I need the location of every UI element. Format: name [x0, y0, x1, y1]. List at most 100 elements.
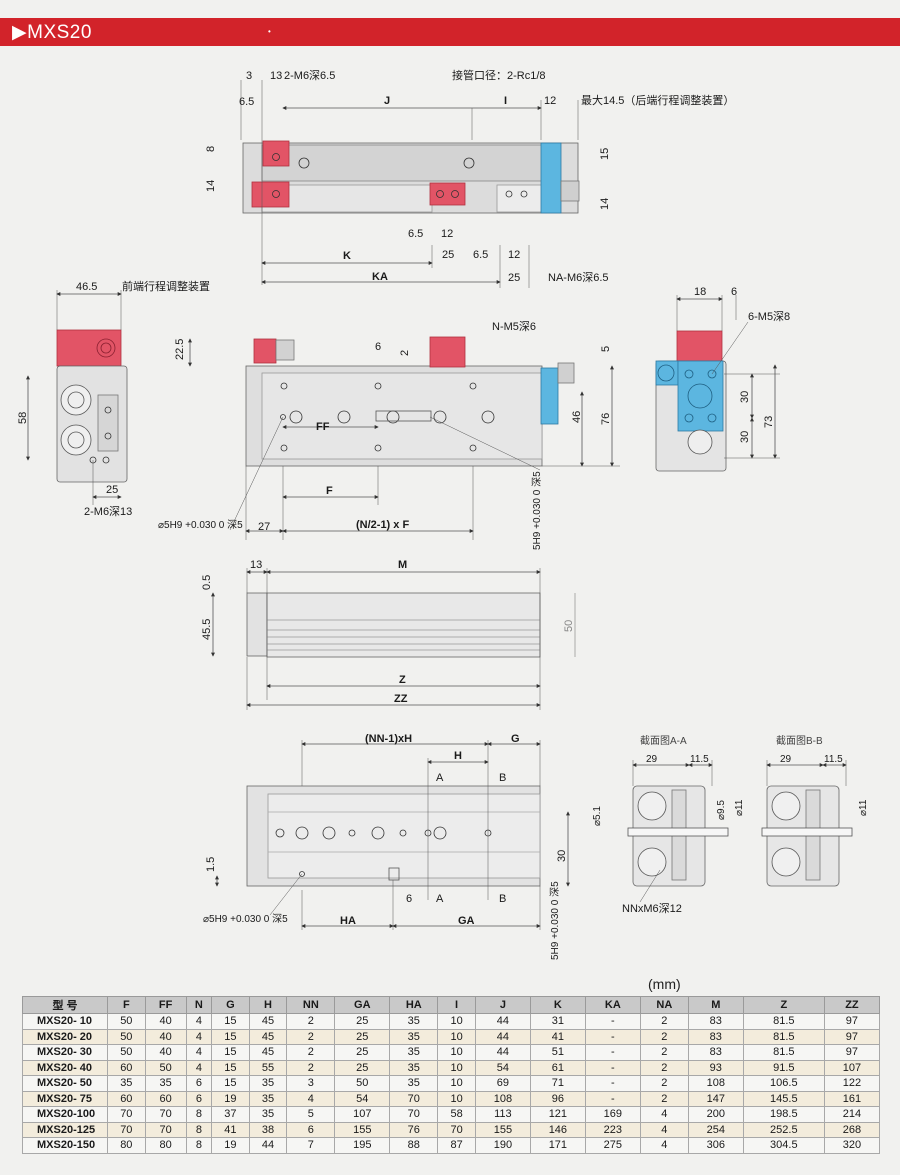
svg-text:29: 29	[646, 754, 658, 765]
svg-text:25: 25	[508, 272, 520, 284]
right-end-labels: 18 6 6-M5深8 30 30 73	[694, 286, 790, 443]
table-cell: 10	[437, 1044, 476, 1061]
table-cell: 60	[107, 1090, 146, 1107]
table-cell: 45	[248, 1028, 288, 1045]
table-cell: 19	[211, 1090, 250, 1107]
model-cell: MXS20- 20	[22, 1028, 108, 1045]
svg-text:15: 15	[599, 148, 611, 160]
table-cell: 25	[334, 1059, 391, 1076]
table-cell: 146	[529, 1121, 586, 1138]
table-cell: 171	[529, 1137, 586, 1154]
table-cell: 2	[639, 1059, 689, 1076]
table-header-cell: F	[107, 996, 146, 1014]
svg-text:0.5: 0.5	[201, 575, 213, 590]
side-view	[211, 568, 576, 710]
model-cell: MXS20-150	[22, 1137, 108, 1154]
table-header-cell: J	[474, 996, 531, 1014]
svg-text:HA: HA	[340, 915, 356, 927]
red-block-plan	[429, 336, 466, 368]
table-header-cell: Z	[742, 996, 825, 1014]
section-labels: 截面图A-A 截面图B-B 29 11.5 ⌀5.1 ⌀9.5 ⌀11 29 1…	[592, 734, 869, 915]
table-cell: 40	[144, 1013, 187, 1030]
table-cell: 8	[185, 1121, 213, 1138]
svg-text:(NN-1)xH: (NN-1)xH	[365, 733, 412, 745]
table-cell: 88	[389, 1137, 439, 1154]
table-cell: 35	[248, 1075, 288, 1092]
svg-text:29: 29	[780, 754, 792, 765]
svg-text:6.5: 6.5	[408, 228, 423, 240]
table-cell: 147	[687, 1090, 744, 1107]
table-cell: 93	[687, 1059, 744, 1076]
svg-text:KA: KA	[372, 271, 388, 283]
svg-text:NNxM6深12: NNxM6深12	[622, 902, 682, 915]
svg-text:J: J	[384, 95, 390, 107]
model-cell: MXS20- 50	[22, 1075, 108, 1092]
svg-text:2-M6深6.5: 2-M6深6.5	[284, 69, 335, 82]
table-cell: 268	[823, 1121, 881, 1138]
table-cell: 50	[107, 1028, 146, 1045]
svg-text:5: 5	[600, 346, 612, 352]
svg-text:12: 12	[508, 249, 520, 261]
svg-text:3: 3	[246, 70, 252, 82]
table-cell: 44	[248, 1137, 288, 1154]
svg-text:⌀9.5: ⌀9.5	[716, 800, 727, 820]
table-header-cell: HA	[389, 996, 439, 1014]
svg-text:ZZ: ZZ	[394, 693, 408, 705]
model-cell: MXS20-100	[22, 1106, 108, 1123]
svg-text:5H9 +0.030 0 深5: 5H9 +0.030 0 深5	[549, 881, 561, 960]
table-cell: 70	[107, 1106, 146, 1123]
table-cell: -	[584, 1044, 641, 1061]
table-cell: 70	[389, 1090, 439, 1107]
svg-text:B: B	[499, 893, 506, 905]
table-cell: 3	[286, 1075, 336, 1092]
svg-text:73: 73	[763, 416, 775, 428]
table-cell: 31	[529, 1013, 586, 1030]
model-cell: MXS20- 10	[22, 1013, 108, 1030]
right-end-view	[655, 295, 780, 472]
table-header-cell: N	[185, 996, 213, 1014]
table-cell: 15	[211, 1028, 250, 1045]
table-cell: 38	[248, 1121, 288, 1138]
svg-text:5H9 +0.030 0 深5: 5H9 +0.030 0 深5	[531, 471, 543, 550]
svg-text:46: 46	[571, 411, 583, 423]
blue-stopper-top	[540, 142, 562, 214]
table-cell: 2	[639, 1013, 689, 1030]
svg-text:FF: FF	[316, 421, 330, 433]
table-cell: 70	[144, 1106, 187, 1123]
table-header-cell: G	[211, 996, 250, 1014]
table-cell: 91.5	[742, 1059, 825, 1076]
svg-text:M: M	[398, 559, 407, 571]
svg-text:GA: GA	[458, 915, 475, 927]
table-header-cell: I	[437, 996, 476, 1014]
svg-text:22.5: 22.5	[174, 339, 186, 360]
table-header-cell: KA	[584, 996, 641, 1014]
table-cell: -	[584, 1028, 641, 1045]
table-cell: 54	[334, 1090, 391, 1107]
table-cell: 76	[389, 1121, 439, 1138]
model-cell: MXS20-125	[22, 1121, 108, 1138]
table-cell: 10	[437, 1075, 476, 1092]
svg-text:6.5: 6.5	[239, 96, 254, 108]
table-cell: 71	[529, 1075, 586, 1092]
table-cell: 80	[144, 1137, 187, 1154]
left-end-labels: 46.5 前端行程调整装置 58 25 2-M6深13	[17, 279, 210, 518]
table-header-cell: H	[248, 996, 288, 1014]
svg-text:H: H	[454, 750, 462, 762]
table-cell: 35	[248, 1090, 288, 1107]
table-cell: 83	[687, 1044, 744, 1061]
table-cell: 2	[286, 1044, 336, 1061]
svg-text:11.5: 11.5	[824, 754, 843, 765]
svg-text:G: G	[511, 733, 520, 745]
bottom-view-labels: (NN-1)xH G H A B A B 1.5 30 6 HA GA ⌀5H9…	[203, 733, 568, 960]
table-cell: 60	[107, 1059, 146, 1076]
table-cell: 214	[823, 1106, 881, 1123]
table-cell: 155	[334, 1121, 391, 1138]
table-cell: 223	[584, 1121, 641, 1138]
table-cell: 15	[211, 1075, 250, 1092]
